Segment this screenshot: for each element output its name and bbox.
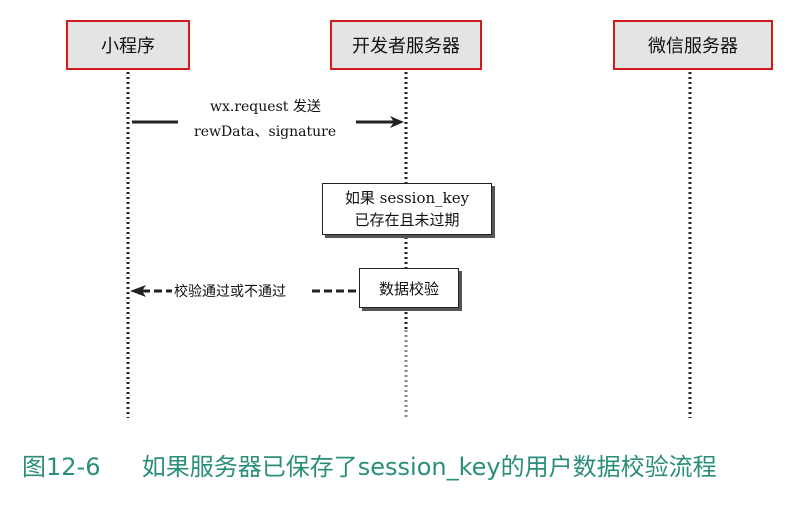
response-label: 校验通过或不通过 bbox=[174, 281, 286, 301]
participant-wechat-server: 微信服务器 bbox=[613, 20, 773, 70]
figure-title: 如果服务器已保存了session_key的用户数据校验流程 bbox=[141, 453, 717, 481]
session-key-note: 如果 session_key 已存在且未过期 bbox=[322, 183, 492, 235]
data-validation-note: 数据校验 bbox=[359, 268, 459, 308]
note-line: 已存在且未过期 bbox=[354, 211, 460, 229]
note-line: 如果 session_key bbox=[344, 189, 470, 207]
response-arrowhead bbox=[130, 285, 146, 297]
participant-mini-program: 小程序 bbox=[66, 20, 190, 70]
participant-label: 小程序 bbox=[101, 36, 155, 57]
figure-caption: 图12-6 如果服务器已保存了session_key的用户数据校验流程 bbox=[22, 447, 717, 482]
request-label-line2: rewData、signature bbox=[194, 121, 337, 141]
request-arrowhead bbox=[390, 116, 404, 128]
participant-developer-server: 开发者服务器 bbox=[330, 20, 482, 70]
figure-number: 图12-6 bbox=[22, 453, 101, 481]
note-line: 数据校验 bbox=[378, 279, 439, 298]
participant-label: 开发者服务器 bbox=[352, 36, 460, 57]
request-label-line1: wx.request 发送 bbox=[210, 96, 321, 116]
participant-label: 微信服务器 bbox=[648, 36, 738, 57]
